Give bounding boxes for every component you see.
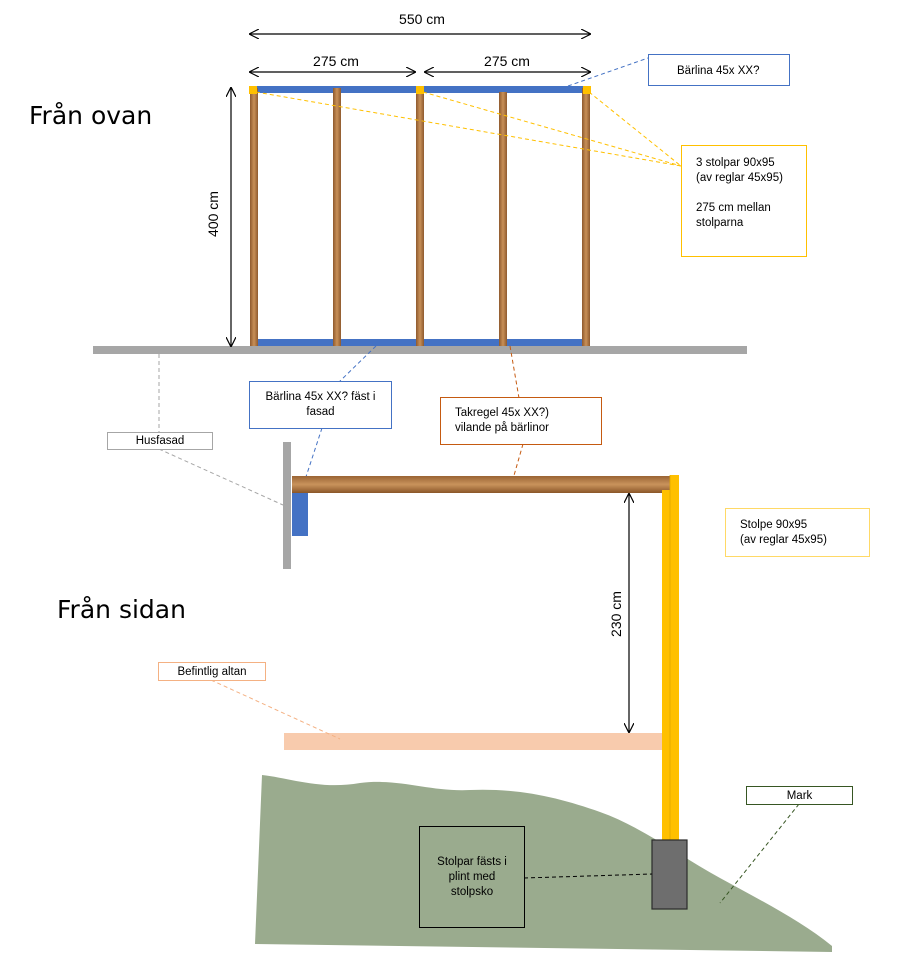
label-mark-text: Mark xyxy=(786,790,813,802)
rafter-3 xyxy=(416,88,424,346)
foundation-plinth xyxy=(651,839,688,910)
label-stolpe-line-2: (av reglar 45x95) xyxy=(740,534,827,546)
label-stolpe-line-1: Stolpe 90x95 xyxy=(740,519,808,531)
leader-husfasad-2 xyxy=(158,448,284,506)
label-barlina-facade: Bärlina 45x XX? fäst i fasad xyxy=(249,381,392,429)
rafter-5 xyxy=(582,88,590,346)
leader-barlina-facade-1 xyxy=(337,345,377,384)
leader-mark xyxy=(719,803,800,904)
label-stolpar: 3 stolpar 90x95 (av reglar 45x95) 275 cm… xyxy=(681,145,807,257)
label-stolpar-line-2: (av reglar 45x95) xyxy=(696,172,783,184)
post-marker-2 xyxy=(416,86,424,94)
rafter-1 xyxy=(250,88,258,346)
label-barlina-facade-line-1: Bärlina 45x XX? fäst i xyxy=(265,391,376,403)
leader-post-2 xyxy=(422,91,682,167)
leader-barlina-top xyxy=(567,57,649,87)
bearer-beam-side xyxy=(292,492,308,536)
label-takregel-line-2: vilande på bärlinor xyxy=(455,422,549,434)
rafter-2 xyxy=(333,88,341,346)
label-plint-line-2: plint med xyxy=(448,871,496,883)
post-side xyxy=(662,490,670,840)
label-barlina-facade-line-2: fasad xyxy=(306,406,335,418)
facade-line-top xyxy=(93,346,747,354)
dim-label-275-right: 275 cm xyxy=(484,53,530,69)
label-barlina-top-text: Bärlina 45x XX? xyxy=(677,65,760,77)
label-stolpar-line-3 xyxy=(696,186,806,201)
label-befintlig-altan-text: Befintlig altan xyxy=(177,666,247,678)
label-plint-line-3: stolpsko xyxy=(450,886,494,898)
label-takregel: Takregel 45x XX?) vilande på bärlinor xyxy=(440,397,602,445)
label-stolpe: Stolpe 90x95 (av reglar 45x95) xyxy=(725,508,870,557)
rafter-4 xyxy=(499,92,507,346)
label-plint: Stolpar fästs i plint med stolpsko xyxy=(419,826,525,928)
leader-altan xyxy=(210,679,341,740)
dim-label-550: 550 cm xyxy=(399,11,445,27)
leader-post-3 xyxy=(588,91,682,167)
label-stolpar-line-4: 275 cm mellan xyxy=(696,202,771,214)
leader-post-1 xyxy=(255,91,682,167)
dim-label-275-left: 275 cm xyxy=(313,53,359,69)
label-plint-line-1: Stolpar fästs i xyxy=(437,856,507,868)
label-stolpar-line-1: 3 stolpar 90x95 xyxy=(696,157,775,169)
label-stolpar-line-5: stolparna xyxy=(696,217,744,229)
ground xyxy=(255,775,832,952)
post-marker-1 xyxy=(249,86,257,94)
label-mark: Mark xyxy=(746,786,853,805)
leader-plint xyxy=(523,873,653,879)
label-husfasad: Husfasad xyxy=(107,432,213,450)
post-side-2 xyxy=(670,475,679,840)
label-barlina-top: Bärlina 45x XX? xyxy=(648,54,790,86)
post-marker-3 xyxy=(583,86,591,94)
facade-wall-side xyxy=(283,442,291,569)
title-top-view: Från ovan xyxy=(29,101,153,130)
label-takregel-line-1: Takregel 45x XX?) xyxy=(455,407,549,419)
leader-takregel-1 xyxy=(509,345,520,399)
dim-label-230: 230 cm xyxy=(608,591,624,637)
label-husfasad-text: Husfasad xyxy=(135,435,185,447)
existing-deck xyxy=(284,733,662,750)
title-side-view: Från sidan xyxy=(57,595,186,624)
label-befintlig-altan: Befintlig altan xyxy=(158,662,266,681)
rafter-side xyxy=(292,476,672,493)
dim-label-400: 400 cm xyxy=(205,191,221,237)
